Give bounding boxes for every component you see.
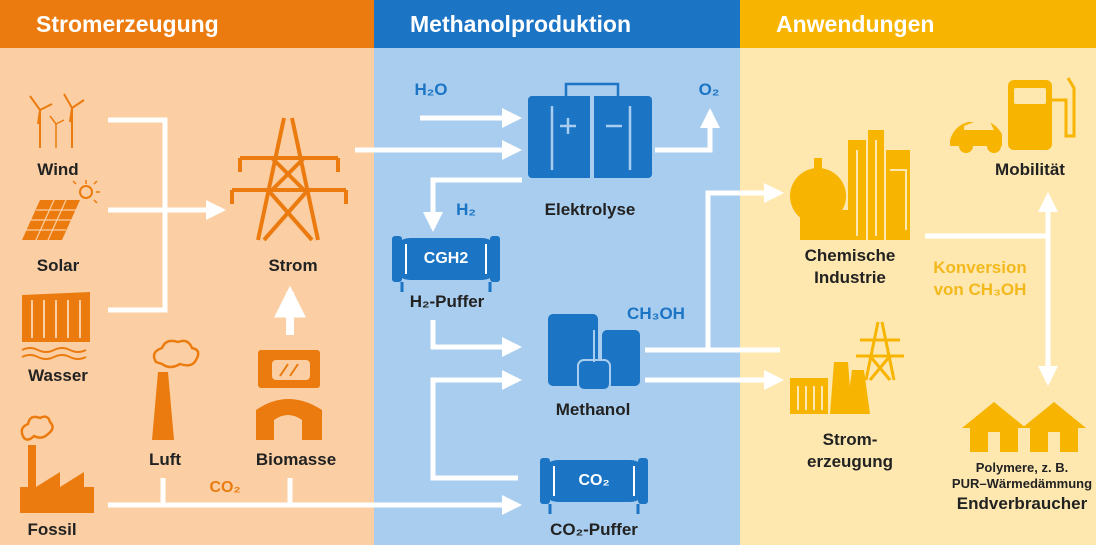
label-ch3oh: CH₃OH: [627, 304, 685, 323]
flow-elektrolyse-to-h2: [423, 177, 522, 232]
label-h2o: H₂O: [414, 80, 448, 99]
stromerzeugung-icon: [790, 321, 904, 414]
biomasse-icon: [256, 350, 322, 440]
co2-tank-icon: [540, 458, 648, 514]
cgh2-tank-icon: [392, 236, 500, 292]
mobilitaet-icon: [950, 77, 1076, 153]
label-h2: H₂: [456, 200, 476, 219]
cgh2-tank-label: CGH2: [423, 250, 469, 267]
luft-icon: [152, 339, 200, 440]
label-methanol: Methanol: [555, 400, 631, 419]
strom-tower-icon: [230, 117, 348, 242]
label-co2-flow: CO₂: [209, 479, 241, 496]
label-polymere-2: PUR–Wärmedämmung: [951, 476, 1093, 491]
label-endverbraucher: Endverbraucher: [956, 494, 1088, 513]
label-stromerzeugung-2: erzeugung: [807, 452, 893, 471]
label-biomasse: Biomasse: [255, 450, 337, 469]
wind-icon: [29, 93, 85, 148]
flow-lines: [108, 108, 1058, 515]
header-stromerzeugung: Stromerzeugung: [0, 0, 374, 48]
label-strom: Strom: [268, 256, 318, 275]
label-co2-puffer: CO₂-Puffer: [550, 520, 638, 539]
stromerzeugung-column: [0, 0, 374, 545]
label-solar: Solar: [36, 256, 80, 275]
header-anwendungen: Anwendungen: [740, 0, 1096, 48]
flow-wind: [108, 117, 168, 313]
chemische-industrie-icon: [790, 130, 910, 240]
label-chemische-industrie-1: Chemische: [804, 246, 896, 265]
label-luft: Luft: [148, 450, 182, 469]
co2-tank-label: CO₂: [578, 472, 610, 489]
label-konversion-2: von CH₃OH: [933, 280, 1027, 299]
label-h2-puffer: H₂-Puffer: [409, 292, 485, 311]
solar-icon: [22, 180, 100, 241]
wasser-icon: [21, 292, 90, 360]
fossil-icon: [20, 415, 94, 513]
label-chemische-industrie-2: Industrie: [814, 268, 886, 287]
header-methanolproduktion: Methanolproduktion: [374, 0, 740, 48]
label-polymere-1: Polymere, z. B.: [975, 460, 1069, 475]
flow-o2: [655, 108, 720, 153]
endverbraucher-icon: [962, 402, 1086, 452]
label-stromerzeugung-1: Strom-: [822, 430, 878, 449]
label-konversion-1: Konversion: [933, 258, 1027, 277]
label-wasser: Wasser: [28, 366, 88, 385]
flow-co2puffer-to-methanol: [430, 370, 522, 481]
flow-h2puffer-to-methanol: [430, 320, 522, 357]
label-elektrolyse: Elektrolyse: [544, 200, 636, 219]
methanol-tanks-icon: [548, 314, 640, 391]
flow-methanol-to-chemie: [645, 183, 784, 353]
label-mobilitaet: Mobilität: [995, 160, 1065, 179]
label-o2: O₂: [698, 80, 720, 99]
elektrolyse-icon: [528, 82, 652, 178]
label-fossil: Fossil: [27, 520, 77, 539]
label-wind: Wind: [37, 160, 79, 179]
